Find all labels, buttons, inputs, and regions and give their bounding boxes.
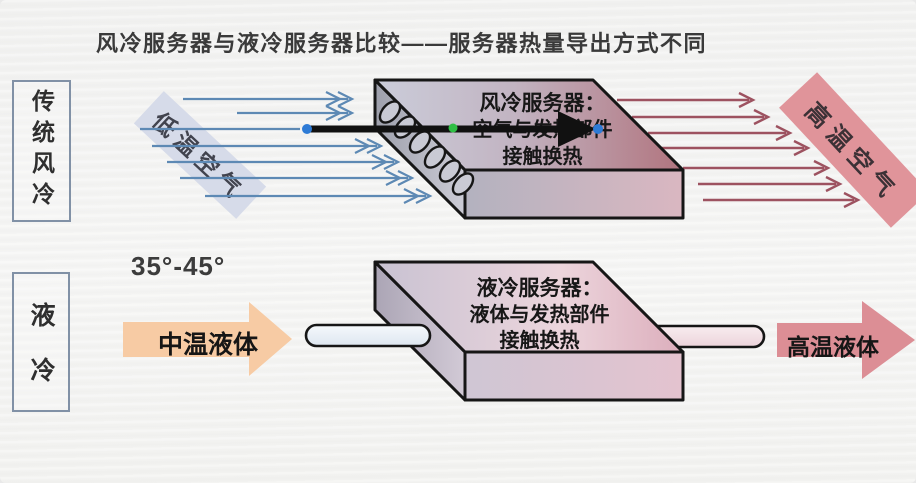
hot-air-arrow: [703, 191, 861, 209]
air-cooling-row-label-box: 传统风冷: [12, 80, 71, 222]
fan-hole: [451, 172, 475, 196]
warm-liquid-inlet-label: 中温液体: [157, 331, 258, 359]
liquid-server-caption-line2: 液体与发热部件: [469, 304, 610, 326]
temperature-range-label: 35°-45°: [131, 251, 226, 281]
endpoint-handle-blue-left: [302, 124, 312, 134]
hot-air-arrow: [683, 159, 831, 177]
cold-air-arrow: [237, 105, 355, 121]
cold-air-arrow: [183, 91, 355, 107]
hot-air-arrow: [698, 175, 843, 193]
cold-air-inlet-banner: 低温空气: [133, 91, 267, 219]
liquid-server-caption-line3: 接触换热: [499, 330, 580, 352]
fan-hole: [408, 130, 432, 154]
hot-air-arrow: [658, 139, 811, 157]
air-cooling-row-label: 传统风冷: [28, 89, 55, 213]
air-server-caption: 风冷服务器： 空气与发热部件 接触换热: [440, 90, 645, 171]
fan-hole: [393, 115, 417, 139]
hot-air-outlet-banner: 高温空气: [779, 72, 916, 228]
fan-hole: [378, 100, 402, 124]
liquid-server-caption: 液冷服务器： 液体与发热部件 接触换热: [437, 276, 642, 354]
cold-air-inlet-banner-label: 低温空气: [147, 107, 250, 206]
hot-air-outlet-banner-label: 高温空气: [799, 97, 904, 207]
page-title: 风冷服务器与液冷服务器比较——服务器热量导出方式不同: [96, 31, 708, 56]
liquid-server-front-face: [463, 350, 685, 402]
liquid-cooling-row-label-box: 液冷: [12, 272, 70, 412]
air-server-caption-line2: 空气与发热部件: [472, 119, 613, 141]
air-server-caption-line1: 风冷服务器：: [479, 92, 606, 115]
air-server-front-face: [463, 168, 685, 220]
liquid-cooling-row-label: 液冷: [27, 302, 55, 412]
inlet-pipe: [304, 323, 432, 348]
outlet-pipe: [638, 324, 766, 349]
liquid-server-caption-line1: 液冷服务器：: [476, 277, 603, 300]
hot-air-arrow: [632, 108, 771, 126]
hot-air-arrow: [648, 124, 793, 142]
air-server-caption-line3: 接触换热: [502, 146, 583, 168]
hot-liquid-outlet-label: 高温液体: [787, 334, 879, 360]
